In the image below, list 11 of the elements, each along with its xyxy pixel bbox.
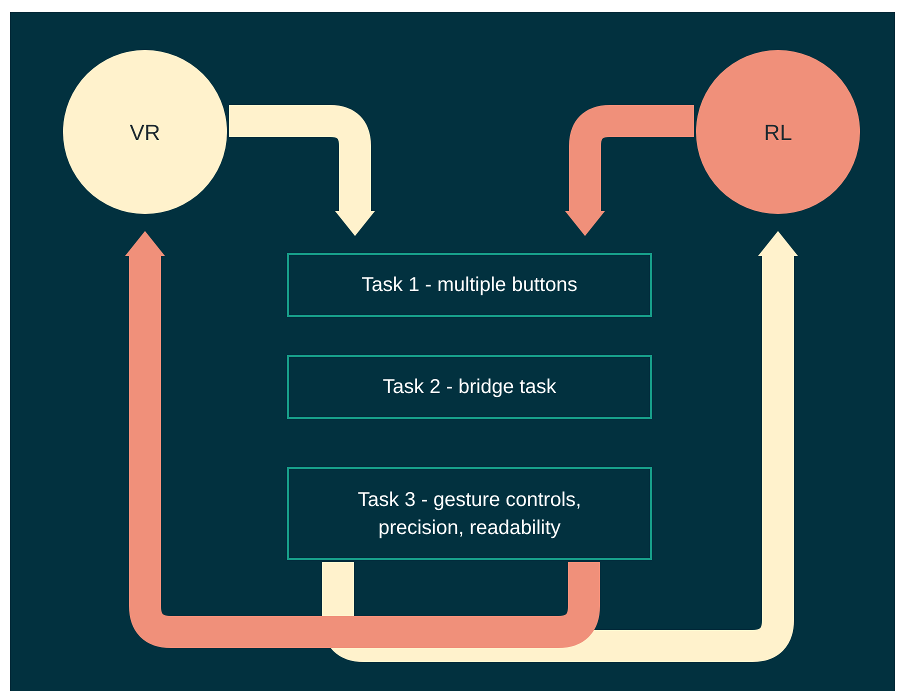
node-label: Task 2 - bridge task: [382, 375, 556, 400]
task-box: [287, 253, 652, 317]
curved-arrow: [125, 231, 600, 648]
node-label: VR: [130, 118, 160, 146]
node-label: Task 3 - gesture controls, precision, readability: [356, 488, 582, 540]
curved-arrow: [322, 231, 798, 662]
curved-arrow: [229, 105, 375, 236]
node-label: RL: [764, 118, 792, 146]
task-box: [287, 355, 652, 419]
task-box: [287, 467, 652, 560]
node-label: Task 1 - multiple buttons: [362, 273, 578, 298]
